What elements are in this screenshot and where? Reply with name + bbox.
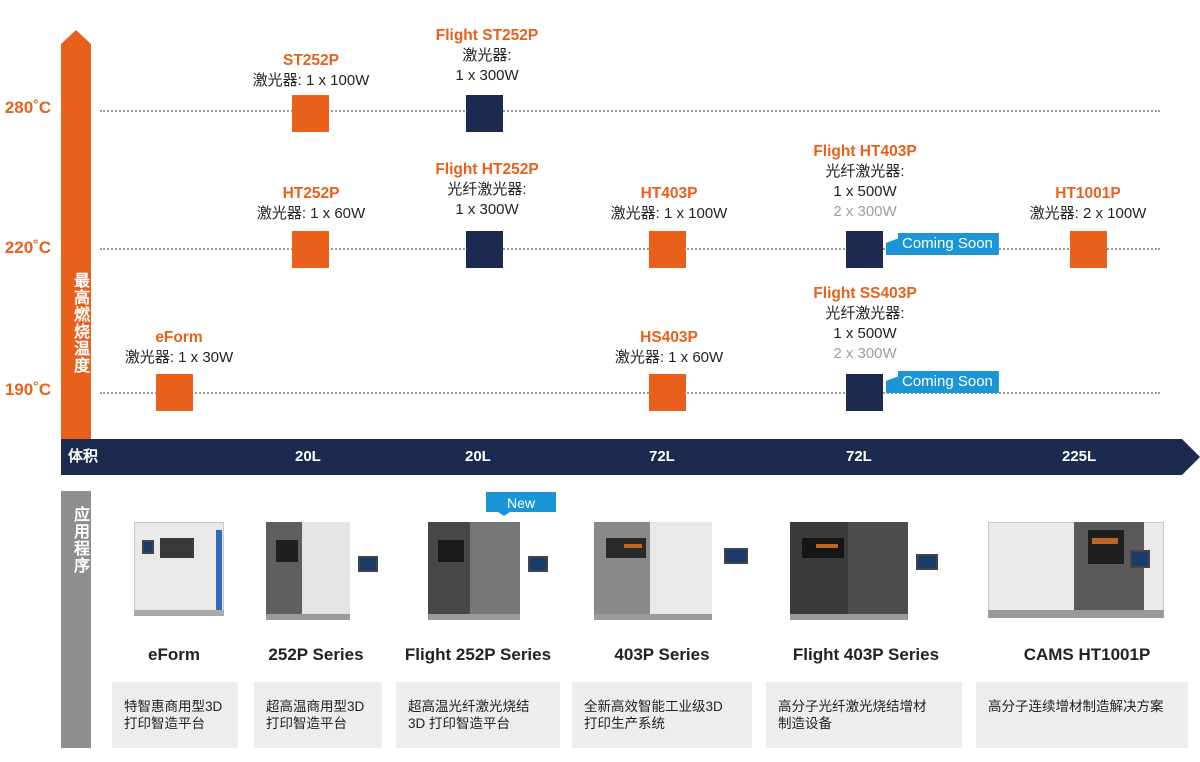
description-flight-252p: 超高温光纤激光烧结 3D 打印智造平台 [396,682,560,748]
volume-axis-label: 体积 [68,448,99,465]
product-marker-ht403p [649,231,686,268]
temperature-axis-label: 最高燃烧温度 [71,272,88,374]
tick-190: 190˚C [4,380,52,399]
machine-image-flight-403p [786,518,944,620]
applications-label: 应用程序 [71,506,88,574]
product-marker-ht1001p [1070,231,1107,268]
product-label-hs403p: HS403P 激光器: 1 x 60W [614,329,724,366]
volume-value: 72L [649,448,675,465]
product-label-flight-st252p: Flight ST252P 激光器: 1 x 300W [435,27,539,84]
product-marker-ht252p [292,231,329,268]
machine-image-flight-252p [424,520,552,620]
volume-axis-arrow [61,439,1200,475]
series-name-403p: 403P Series [614,645,710,664]
volume-value: 20L [295,448,321,465]
volume-value: 72L [846,448,872,465]
product-label-flight-ht252p: Flight HT252P 光纤激光器: 1 x 300W [435,161,539,218]
product-label-st252p: ST252P 激光器: 1 x 100W [252,52,370,89]
product-marker-flight-ht252p [466,231,503,268]
product-label-ht1001p: HT1001P 激光器: 2 x 100W [1029,185,1147,222]
volume-value: 225L [1062,448,1097,465]
product-label-ht403p: HT403P 激光器: 1 x 100W [610,185,728,222]
description-252p: 超高温商用型3D 打印智造平台 [254,682,382,748]
gridline-220 [100,248,1160,250]
description-flight-403p: 高分子光纤激光烧结增材 制造设备 [766,682,962,748]
gridline-190 [100,392,1160,394]
coming-soon-badge-ht403p: Coming Soon [886,233,999,255]
product-marker-eform [156,374,193,411]
description-eform: 特智惠商用型3D 打印智造平台 [112,682,238,748]
temperature-axis-arrow [61,30,91,440]
coming-soon-badge-ss403p: Coming Soon [886,371,999,393]
series-name-cams-ht1001p: CAMS HT1001P [1023,645,1151,664]
machine-image-252p [262,520,382,620]
product-label-ht252p: HT252P 激光器: 1 x 60W [256,185,366,222]
machine-image-cams-ht1001p [984,520,1172,620]
series-name-flight-252p: Flight 252P Series [404,645,552,664]
product-marker-st252p [292,95,329,132]
description-403p: 全新高效智能工业级3D 打印生产系统 [572,682,752,748]
description-cams-ht1001p: 高分子连续增材制造解决方案 [976,682,1188,748]
series-name-flight-403p: Flight 403P Series [792,645,940,664]
series-name-eform: eForm [148,645,200,664]
product-label-flight-ht403p: Flight HT403P 光纤激光器: 1 x 500W 2 x 300W [813,143,917,220]
product-marker-hs403p [649,374,686,411]
machine-image-403p [592,518,754,620]
tick-220: 220˚C [4,238,52,257]
product-marker-flight-st252p [466,95,503,132]
tick-280: 280˚C [4,98,52,117]
machine-image-eform [130,522,230,617]
product-marker-flight-ss403p [846,374,883,411]
product-marker-flight-ht403p [846,231,883,268]
new-badge: New [486,492,556,516]
applications-bar [61,491,91,748]
series-name-252p: 252P Series [268,645,364,664]
product-label-eform: eForm 激光器: 1 x 30W [124,329,234,366]
gridline-280 [100,110,1160,112]
product-label-flight-ss403p: Flight SS403P 光纤激光器: 1 x 500W 2 x 300W [813,285,917,362]
volume-value: 20L [465,448,491,465]
